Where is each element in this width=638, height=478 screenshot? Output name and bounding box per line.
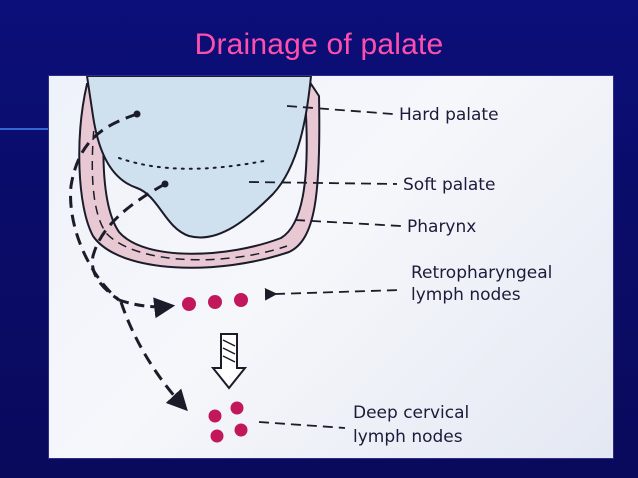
- label-pharynx: Pharynx: [407, 217, 476, 237]
- leader-soft-palate: [248, 181, 398, 185]
- deep-cervical-node: [234, 423, 248, 437]
- retropharyngeal-node: [182, 297, 196, 311]
- hard-palate-origin-dot: [133, 110, 141, 118]
- oral-cavity: [85, 76, 313, 239]
- leader-retropharyngeal: [264, 288, 402, 301]
- pharynx-wall-dashes: [91, 115, 288, 261]
- leader-deep-cervical: [258, 421, 346, 429]
- label-retropharyngeal-line2: lymph nodes: [411, 285, 521, 305]
- deep-cervical-node: [210, 429, 224, 443]
- lymph-path-to-deep-cervical: [119, 301, 188, 412]
- lymph-path-to-retropharyngeal: [118, 297, 176, 319]
- leader-pharynx: [294, 219, 402, 227]
- slide-title: Drainage of palate: [194, 28, 444, 61]
- slide-decoration-line: [0, 128, 48, 130]
- drainage-down-arrow-hatch: [222, 339, 236, 363]
- deep-cervical-node: [208, 409, 222, 423]
- leader-hard-palate: [286, 105, 394, 115]
- label-soft-palate: Soft palate: [403, 175, 495, 195]
- lymph-path-from-soft-palate: [90, 182, 166, 302]
- retropharyngeal-node: [208, 295, 222, 309]
- label-deep-cervical-line1: Deep cervical: [353, 403, 469, 423]
- deep-cervical-node: [230, 401, 244, 415]
- drainage-down-arrow: [210, 333, 248, 390]
- diagram-svg: Hard palate Soft palate Pharynx Retropha…: [69, 76, 552, 447]
- retropharyngeal-node: [234, 293, 248, 307]
- palate-drainage-diagram: Hard palate Soft palate Pharynx Retropha…: [49, 76, 613, 458]
- soft-palate-origin-dot: [161, 180, 169, 188]
- label-deep-cervical-line2: lymph nodes: [353, 427, 463, 447]
- label-hard-palate: Hard palate: [399, 105, 499, 125]
- label-retropharyngeal-line1: Retropharyngeal: [411, 263, 552, 283]
